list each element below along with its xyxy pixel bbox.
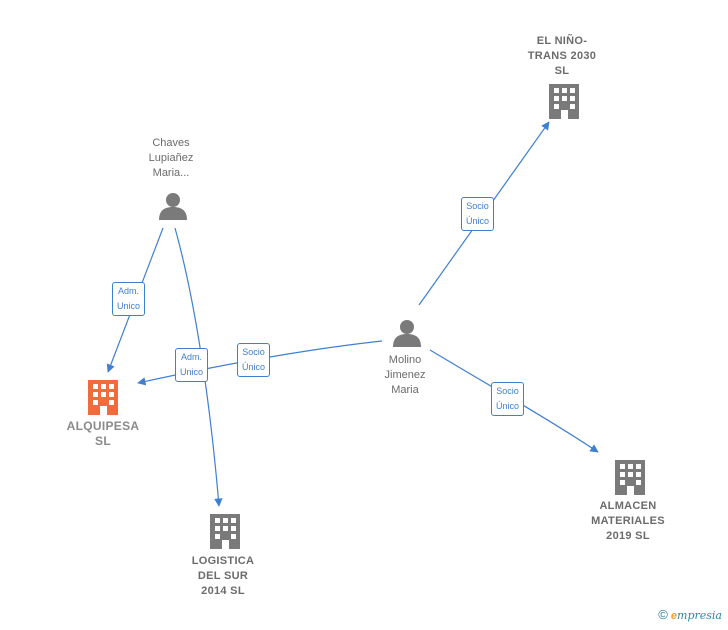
node-label-molino[interactable]: Molino Jimenez Maria [384, 354, 426, 396]
person-icon [393, 320, 421, 347]
node-label-alquipesa[interactable]: ALQUIPESA SL [66, 419, 140, 448]
node-label-almacen[interactable]: ALMACEN MATERIALES 2019 SL [591, 500, 665, 542]
empresia-logo: © empresia [658, 607, 722, 622]
edge-label-molino-elnino: Socio Único [461, 197, 495, 231]
edge-label-chaves-logistica: Adm. Unico [175, 348, 209, 382]
node-label-chaves[interactable]: Chaves Lupiañez Maria... [148, 137, 194, 179]
node-label-logistica[interactable]: LOGISTICA DEL SUR 2014 SL [191, 555, 255, 597]
brand-name: mpresia [677, 609, 722, 622]
building-icon-alquipesa [88, 380, 118, 415]
building-icon-logistica [210, 514, 240, 549]
brand-e: e [670, 610, 678, 622]
edge-label-molino-almacen: Socio Único [491, 382, 525, 416]
building-icon-elnino [549, 84, 579, 119]
building-icon-almacen [615, 460, 645, 495]
copyright-icon: © [658, 607, 668, 622]
edge-label-chaves-alquipesa: Adm. Unico [112, 282, 146, 316]
node-label-elnino[interactable]: EL NIÑO- TRANS 2030 SL [527, 35, 597, 77]
person-icon [159, 193, 187, 220]
edge-label-molino-alquipesa: Socio Único [237, 343, 271, 377]
